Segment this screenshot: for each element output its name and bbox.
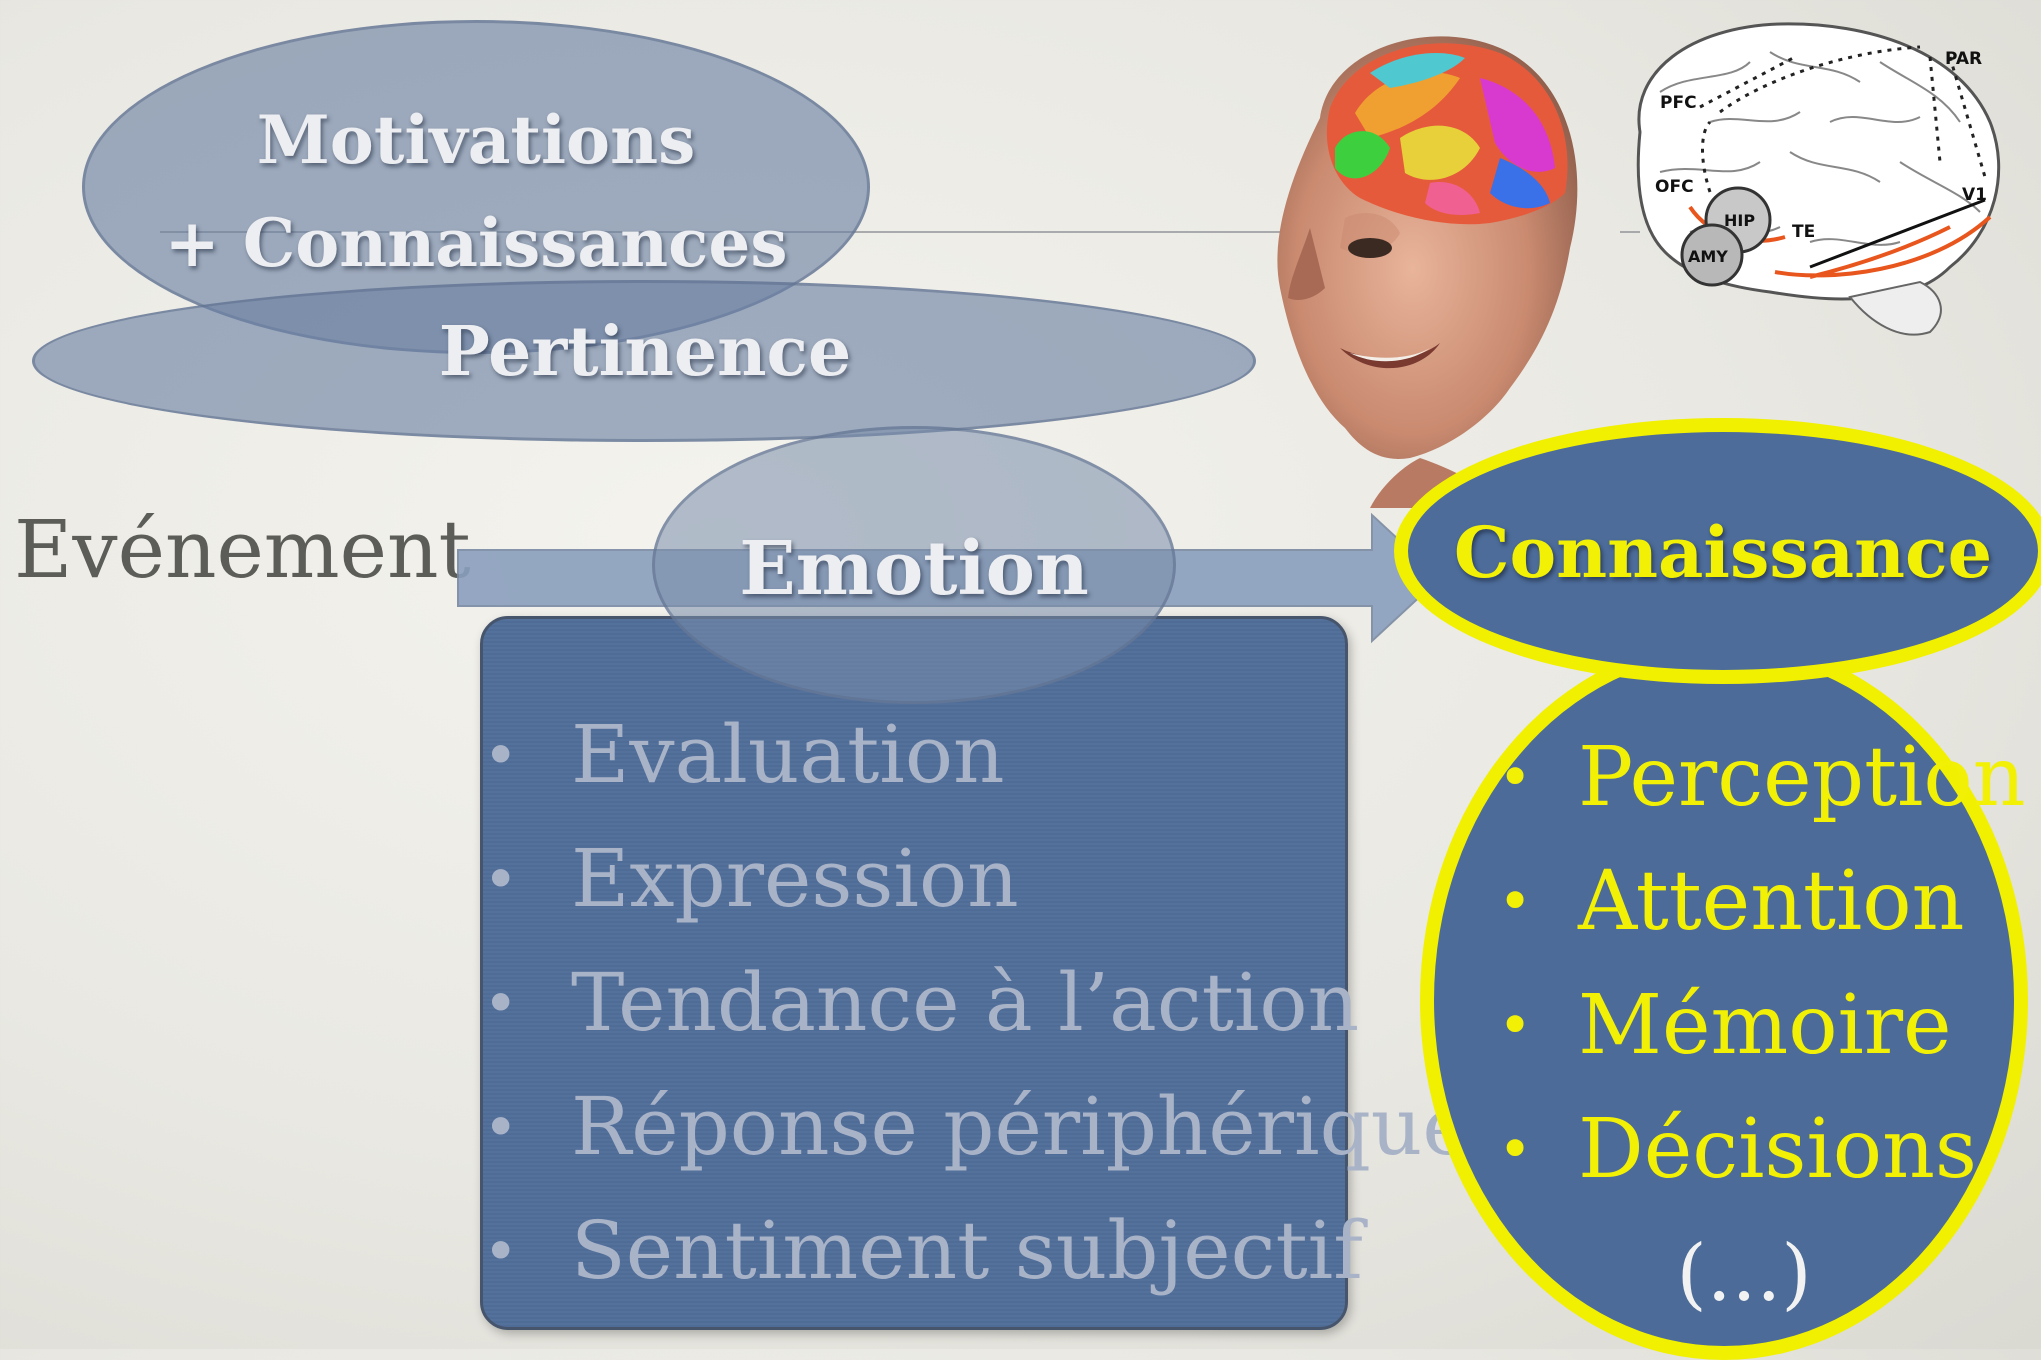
cognition-item-label: Attention [1578, 854, 1965, 949]
bullet: • [1498, 1115, 1533, 1183]
emotion-label: Emotion [739, 526, 1089, 612]
head-brain-illustration [1277, 36, 1578, 508]
emotion-component-label: Réponse périphérique [571, 1080, 1470, 1173]
bullet: • [483, 969, 519, 1039]
bullet: • [483, 1093, 519, 1163]
brain-connectivity-diagram: PFC OFC PAR HIP AMY TE V1 [1636, 22, 2001, 336]
bullet: • [1498, 743, 1533, 811]
brain-label-hip: HIP [1724, 211, 1755, 230]
motivations-line2: + Connaissances [164, 204, 788, 282]
emotion-component-label: Sentiment subjectif [571, 1204, 1363, 1297]
pertinence-label: Pertinence [438, 312, 852, 392]
bullet: • [483, 721, 519, 791]
cognition-items-oval: • Perception • Attention • Mémoire • Déc… [1420, 640, 2028, 1360]
cognition-more: (...) [1676, 1229, 1812, 1319]
emotion-component-label: Evaluation [571, 708, 1005, 801]
emotion-components-box: • Evaluation • Expression • Tendance à l… [480, 616, 1470, 1330]
brain-label-par: PAR [1945, 49, 1982, 69]
bullet: • [483, 845, 519, 915]
cognition-item-label: Décisions [1578, 1102, 1977, 1197]
bullet: • [1498, 867, 1533, 935]
cognition-item-label: Perception [1578, 730, 2026, 825]
bullet: • [1498, 991, 1533, 1059]
brain-label-pfc: PFC [1660, 93, 1697, 113]
brain-label-amy: AMY [1688, 247, 1728, 266]
brain-label-v1: V1 [1962, 185, 1987, 205]
emotion-ellipse [652, 426, 1176, 704]
pertinence-ellipse [32, 280, 1256, 442]
cognition-title: Connaissance [1453, 511, 1993, 594]
bullet: • [483, 1217, 519, 1287]
cognition-item-label: Mémoire [1578, 978, 1952, 1073]
emotion-component-label: Tendance à l’action [571, 956, 1360, 1049]
event-label: Evénement [14, 503, 471, 596]
motivations-line1: Motivations [256, 101, 696, 179]
brain-label-ofc: OFC [1655, 177, 1694, 197]
brain-label-te: TE [1792, 222, 1815, 242]
emotion-component-label: Expression [571, 832, 1019, 925]
